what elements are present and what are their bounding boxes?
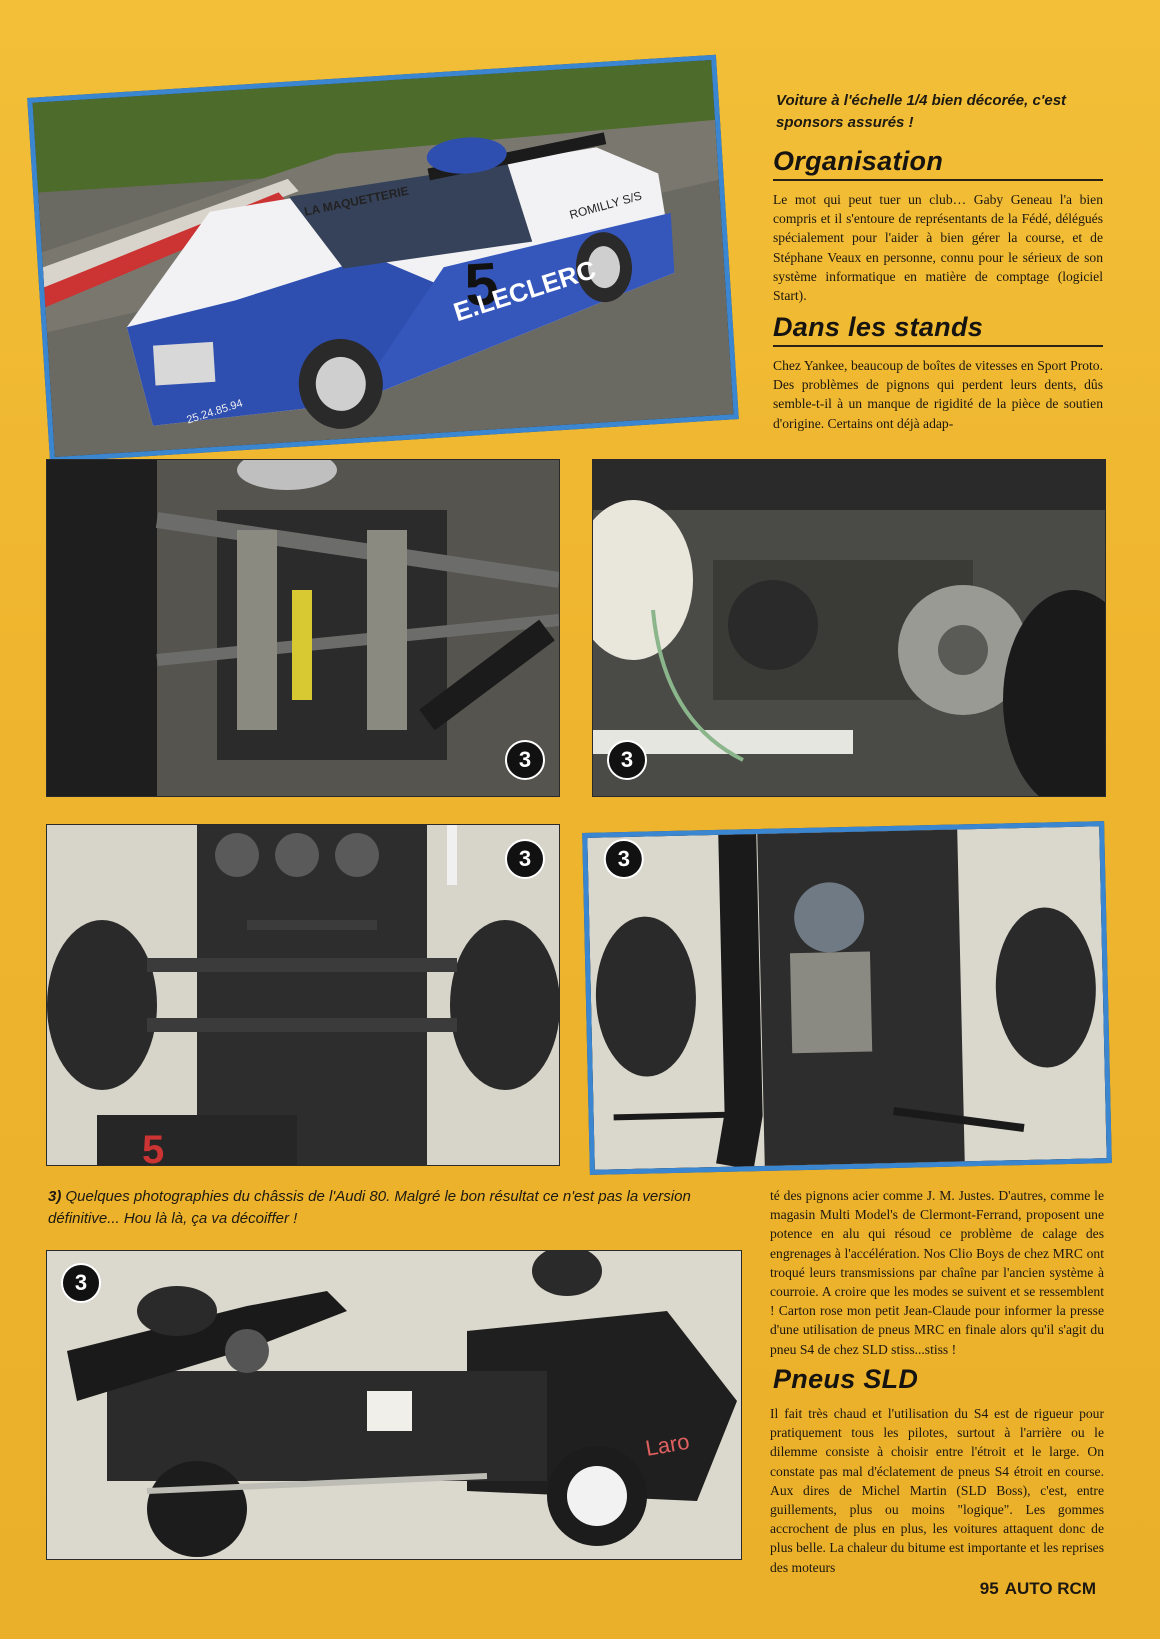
page-folio: 95 AUTO RCM <box>980 1579 1102 1599</box>
stands-text-bottom: té des pignons acier comme J. M. Justes.… <box>770 1186 1104 1359</box>
pneus-paragraph: Il fait très chaud et l'utilisation du S… <box>770 1406 1104 1575</box>
organisation-text: Le mot qui peut tuer un club… Gaby Genea… <box>773 190 1103 305</box>
photo-belt-drive: 3 <box>592 459 1106 797</box>
photo-rear-axle-exhaust: 3 <box>582 821 1112 1175</box>
photo-chassis-suspension: 3 <box>46 459 560 797</box>
photo-badge-1: 3 <box>505 740 545 780</box>
photo-badge-3: 3 <box>505 839 545 879</box>
heading-organisation: Organisation <box>773 146 1103 181</box>
photo-badge-5: 3 <box>61 1263 101 1303</box>
chassis-caption-text: Quelques photographies du châssis de l'A… <box>48 1188 691 1227</box>
chassis-caption: 3) Quelques photographies du châssis de … <box>48 1186 760 1230</box>
heading-dans-les-stands: Dans les stands <box>773 312 1103 347</box>
organisation-paragraph: Le mot qui peut tuer un club… Gaby Genea… <box>773 192 1103 304</box>
top-photo-caption: Voiture à l'échelle 1/4 bien décorée, c'… <box>776 92 1067 131</box>
chassis-caption-number: 3) <box>48 1188 62 1205</box>
page-number: 95 <box>979 1579 999 1598</box>
stands-paragraph-2: té des pignons acier comme J. M. Justes.… <box>770 1188 1104 1357</box>
photo-badge-2: 3 <box>607 740 647 780</box>
car-number: 5 <box>463 250 501 319</box>
photo-full-chassis-side: Laro 3 <box>46 1250 742 1560</box>
pneus-text: Il fait très chaud et l'utilisation du S… <box>770 1404 1104 1577</box>
heading-pneus-sld: Pneus SLD <box>773 1364 919 1394</box>
photo-mercedes-car: 5 E.LECLERC LA MAQUETTERIE ROMILLY S/S 2… <box>27 54 739 463</box>
stands-paragraph-1: Chez Yankee, beaucoup de boîtes de vites… <box>773 358 1103 431</box>
photo-front-axle-top-view: 5 3 <box>46 824 560 1166</box>
magazine-name: AUTO RCM <box>1004 1579 1096 1598</box>
body-number: 5 <box>142 1128 164 1165</box>
stands-text-top: Chez Yankee, beaucoup de boîtes de vites… <box>773 356 1103 433</box>
